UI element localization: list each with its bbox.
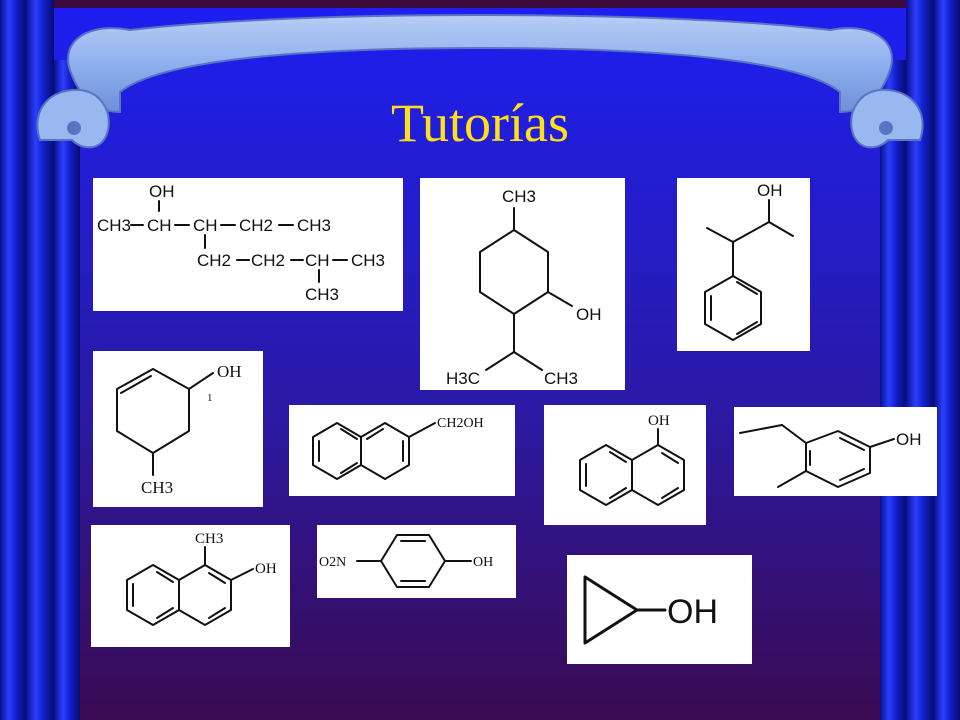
label-ch3: CH3 bbox=[502, 187, 536, 206]
label-oh: OH bbox=[217, 362, 242, 381]
structure-nitrophenol: O2N OH bbox=[317, 525, 516, 598]
structure-ethylmethylphenol: OH bbox=[734, 407, 937, 496]
label-o2n: O2N bbox=[319, 555, 346, 570]
label-oh: OH bbox=[896, 430, 922, 449]
label-ch: CH bbox=[305, 251, 330, 270]
label-oh: OH bbox=[648, 413, 670, 429]
label-position-1: 1 bbox=[207, 392, 213, 404]
label-ch3: CH3 bbox=[97, 216, 131, 235]
label-oh: OH bbox=[667, 593, 718, 631]
label-ch3: CH3 bbox=[305, 285, 339, 304]
label-oh: OH bbox=[757, 181, 783, 200]
label-ch: CH bbox=[193, 216, 218, 235]
structure-phenylbutanol: OH bbox=[677, 178, 810, 351]
label-oh: OH bbox=[576, 305, 602, 324]
label-ch3: CH3 bbox=[141, 478, 173, 497]
label-ch2: CH2 bbox=[251, 251, 285, 270]
label-ch2: CH2 bbox=[197, 251, 231, 270]
label-ch3: CH3 bbox=[544, 369, 578, 388]
structure-1-naphthol: OH bbox=[544, 405, 706, 525]
label-ch3: CH3 bbox=[195, 531, 223, 547]
label-ch2oh: CH2OH bbox=[437, 416, 484, 431]
label-oh: OH bbox=[149, 182, 175, 201]
structure-menthol: CH3 OH H3C CH3 bbox=[420, 178, 625, 390]
structure-naphthylmethanol: CH2OH bbox=[289, 405, 515, 496]
label-ch3: CH3 bbox=[297, 216, 331, 235]
structure-cyclopropanol: OH bbox=[567, 555, 752, 664]
label-ch: CH bbox=[147, 216, 172, 235]
label-oh: OH bbox=[255, 561, 277, 577]
structure-methylnaphthol: CH3 OH bbox=[91, 525, 290, 647]
structure-methylcyclohexenol: OH 1 CH3 bbox=[93, 351, 263, 507]
ribbon-banner bbox=[36, 14, 924, 149]
slide-title: Tutorías bbox=[390, 93, 570, 153]
label-ch3: CH3 bbox=[351, 251, 385, 270]
label-ch2: CH2 bbox=[239, 216, 273, 235]
label-oh: OH bbox=[473, 555, 493, 570]
structure-condensed-alcohol: OH CH3 CH CH CH2 CH3 CH2 CH2 CH CH3 CH3 bbox=[93, 178, 403, 311]
label-h3c: H3C bbox=[446, 369, 480, 388]
